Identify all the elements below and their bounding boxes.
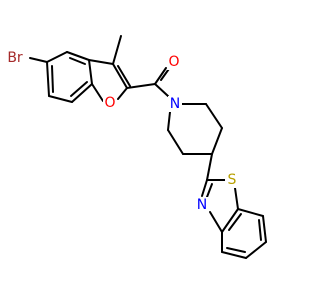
furan-oxygen-label: O: [104, 95, 115, 111]
bond: [51, 65, 54, 93]
bond: [237, 208, 264, 217]
bond: [221, 208, 239, 233]
bromine-label: Br: [7, 50, 23, 66]
bond: [48, 95, 73, 103]
molecule-structure-diagram: Br O O N S N: [3, 35, 267, 259]
bond: [126, 83, 156, 89]
bond: [154, 67, 167, 85]
bond: [234, 187, 239, 210]
atom-label-layer: Br O O N S N: [3, 50, 239, 213]
bond: [91, 83, 104, 102]
bond: [117, 87, 128, 100]
thiazole-nitrogen-label: N: [197, 197, 207, 213]
bond: [88, 59, 93, 85]
bond: [211, 127, 223, 155]
bond: [221, 251, 247, 259]
bond: [201, 179, 208, 197]
bond: [209, 211, 223, 233]
bond: [112, 63, 128, 89]
bond: [46, 51, 68, 63]
bond: [226, 247, 246, 253]
bond: [69, 57, 86, 65]
thiazole-nitrogen-atom: N: [195, 197, 209, 213]
bond: [117, 65, 131, 87]
bond: [112, 35, 122, 65]
piperidine-nitrogen-label: N: [170, 96, 180, 112]
bond: [46, 61, 50, 97]
bond-layer: [29, 35, 267, 259]
bond: [167, 129, 184, 155]
bond: [167, 111, 171, 131]
bond: [258, 219, 262, 241]
thiazole-sulfur-label: S: [228, 172, 237, 188]
bond: [29, 57, 48, 63]
carbonyl-oxygen-label: O: [168, 54, 179, 70]
bond: [88, 59, 114, 65]
furan-oxygen-atom: O: [103, 95, 117, 111]
bond: [206, 153, 213, 181]
bond: [228, 213, 242, 231]
bond: [206, 183, 213, 198]
thiazole-sulfur-atom: S: [225, 172, 239, 188]
bond: [70, 81, 88, 97]
bond: [245, 241, 267, 259]
bond: [205, 103, 223, 129]
piperidine-nitrogen-atom: N: [168, 96, 182, 112]
bond: [154, 83, 169, 97]
bond: [66, 51, 90, 61]
bond: [71, 83, 93, 103]
carbonyl-oxygen-atom: O: [167, 54, 181, 70]
bond: [262, 215, 267, 243]
bromine-atom: Br: [3, 50, 27, 68]
